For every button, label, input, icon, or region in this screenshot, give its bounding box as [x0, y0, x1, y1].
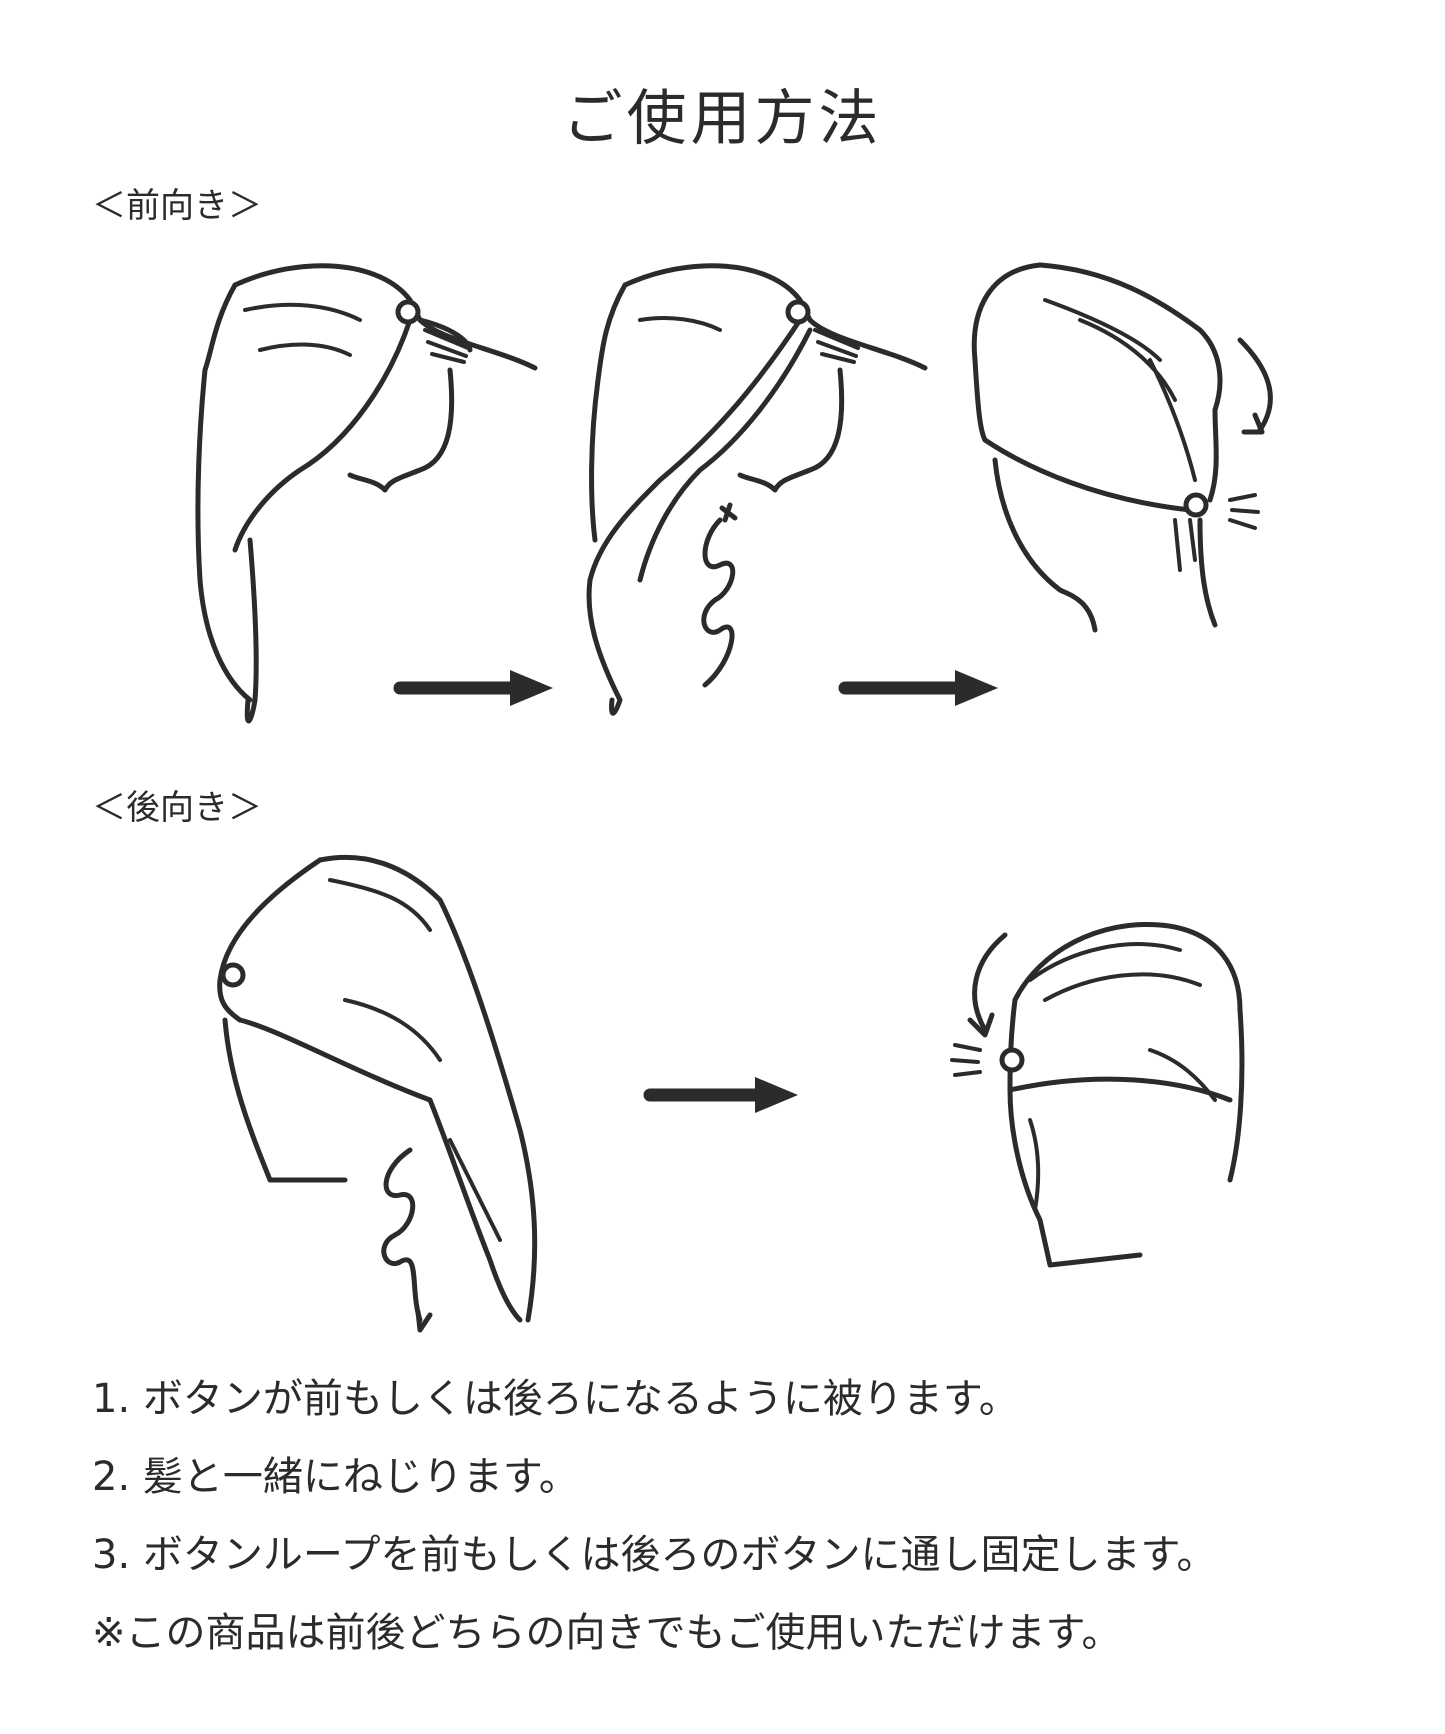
front-step2-illustration	[586, 263, 928, 716]
instruction-step-1: 1. ボタンが前もしくは後ろになるように被ります。	[92, 1376, 1019, 1422]
arrow-icon	[393, 670, 553, 706]
front-step3-illustration	[971, 262, 1273, 633]
back-step1-illustration	[217, 854, 538, 1333]
front-step1-illustration	[195, 263, 538, 724]
section-label-front: ＜前向き＞	[92, 186, 262, 226]
page-title: ご使用方法	[562, 84, 883, 154]
instruction-step-2: 2. 髪と一緒にねじります。	[92, 1454, 579, 1500]
instruction-list: 1. ボタンが前もしくは後ろになるように被ります。 2. 髪と一緒にねじります。…	[92, 1360, 1412, 1672]
back-step2-illustration	[950, 921, 1245, 1268]
instruction-note: ※この商品は前後どちらの向きでもご使用いただけます。	[92, 1610, 1122, 1656]
arrow-icon	[838, 670, 998, 706]
instruction-step-3: 3. ボタンループを前もしくは後ろのボタンに通し固定します。	[92, 1532, 1217, 1578]
section-label-back: ＜後向き＞	[92, 788, 262, 828]
arrow-icon	[643, 1077, 798, 1113]
